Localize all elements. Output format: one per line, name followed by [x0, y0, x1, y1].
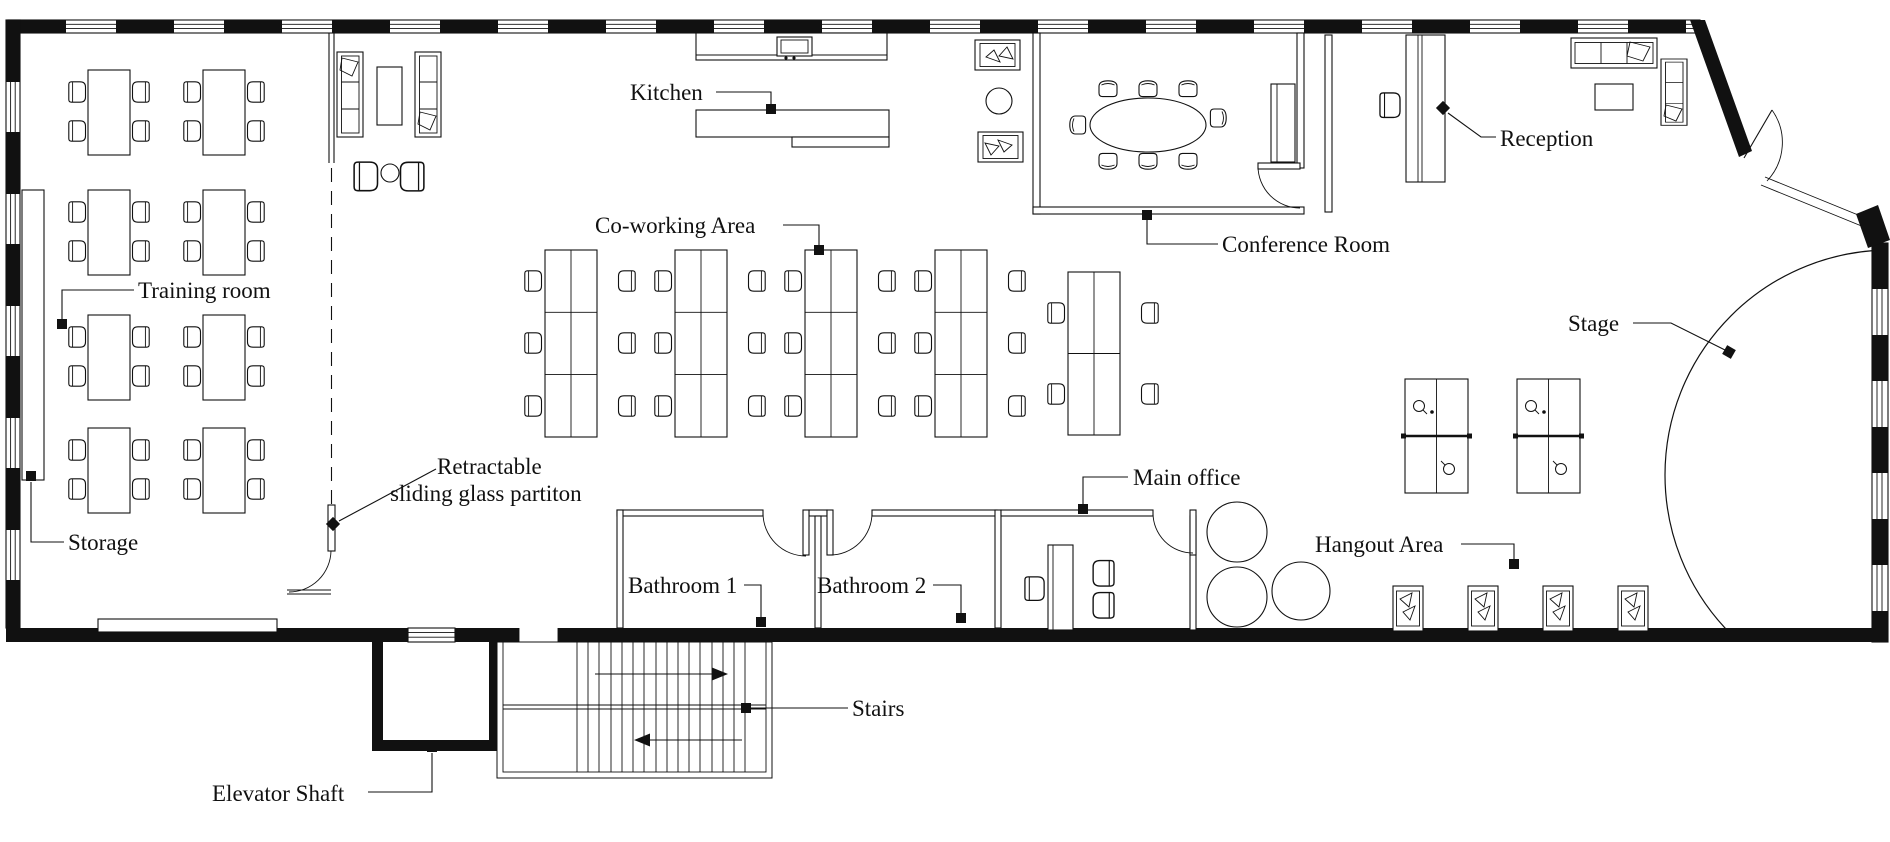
bottom-wall: [6, 627, 1888, 643]
label-reception: Reception: [1500, 126, 1594, 151]
corner-entrance-wall: [1690, 20, 1890, 248]
sliding-glass-partition: [287, 33, 336, 595]
label-conference: Conference Room: [1222, 232, 1390, 257]
storage-cabinet: [21, 189, 45, 481]
stairs-up-arrow: [595, 667, 728, 681]
kitchen-counters: [695, 32, 890, 148]
training-credenza: [97, 618, 278, 633]
label-training-room: Training room: [138, 278, 271, 303]
top-wall: [7, 19, 1701, 34]
label-elevator: Elevator Shaft: [212, 781, 345, 806]
lounge-area: [336, 51, 442, 192]
right-wall: [1871, 242, 1889, 643]
label-bathroom1: Bathroom 1: [628, 573, 737, 598]
round-tables: [1206, 501, 1331, 628]
bathroom-walls: [616, 509, 1002, 629]
label-kitchen: Kitchen: [630, 80, 703, 105]
label-stairs: Stairs: [852, 696, 904, 721]
left-wall: [5, 19, 21, 629]
stage-circle: [1664, 250, 1873, 628]
elevator-shaft: [372, 642, 500, 751]
leader-markers: [26, 100, 1736, 752]
hangout-furniture: [1392, 377, 1649, 632]
label-coworking: Co-working Area: [595, 213, 755, 238]
main-office-room: [1000, 509, 1197, 631]
stairs-well: [496, 641, 773, 779]
entry-lounge: [1570, 37, 1688, 126]
label-partition-line2: sliding glass partiton: [390, 481, 582, 506]
stairs-down-arrow: [634, 733, 742, 747]
waiting-chairs: [974, 39, 1024, 163]
label-bathroom2: Bathroom 2: [817, 573, 926, 598]
label-storage: Storage: [68, 530, 138, 555]
coworking-desks: [525, 250, 1158, 437]
label-hangout: Hangout Area: [1315, 532, 1443, 557]
label-stage: Stage: [1568, 311, 1619, 336]
label-main-office: Main office: [1133, 465, 1241, 490]
leader-lines: [30, 91, 1726, 793]
reception-area: [1324, 34, 1446, 213]
label-partition-line1: Retractable: [437, 454, 542, 479]
conference-room: [1032, 32, 1305, 215]
